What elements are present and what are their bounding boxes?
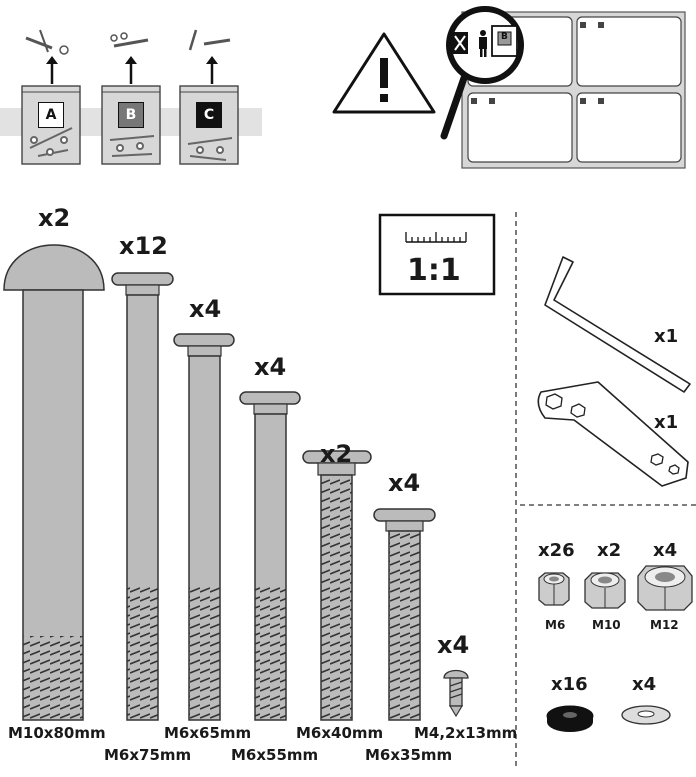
bolt-m6x35-qty: x4 — [388, 469, 421, 497]
bolt-m10x80-qty: x2 — [38, 204, 71, 232]
bolt-m6x35-size: M6x35mm — [365, 746, 453, 764]
bolt-m6x75-size: M6x75mm — [104, 746, 192, 764]
bag-b-label: B — [118, 102, 144, 128]
bolt-m6x55 — [239, 391, 301, 721]
bolt-m6x40-qty: x2 — [320, 440, 353, 468]
bag-a-label: A — [38, 102, 64, 128]
washer-black-icon — [546, 705, 594, 732]
scale-ratio: 1:1 — [407, 253, 461, 288]
bolt-m6x40 — [302, 450, 372, 721]
nut-m12-icon — [637, 565, 693, 611]
bolt-m6x65-size: M6x65mm — [164, 724, 252, 742]
bolt-m6x55-qty: x4 — [254, 353, 287, 381]
nut-m12-size: M12 — [650, 618, 679, 632]
label-panel-tag: B — [501, 32, 508, 42]
nut-m10-size: M10 — [592, 618, 621, 632]
label-panel — [440, 6, 686, 169]
nut-m6-size: M6 — [545, 618, 566, 632]
spanner-icon — [537, 381, 689, 487]
bag-a — [21, 29, 81, 165]
bag-c-label: C — [196, 102, 222, 128]
nut-m6-icon — [538, 572, 570, 606]
bolt-m6x75 — [111, 272, 174, 721]
nut-m12-qty: x4 — [653, 540, 678, 561]
allen-key-qty: x1 — [654, 326, 679, 347]
scale-box — [378, 213, 496, 296]
bags-section — [0, 29, 262, 165]
screw-m4-2x13-qty: x4 — [437, 631, 470, 659]
allen-key-icon — [544, 256, 691, 393]
washer-black-qty: x16 — [551, 674, 588, 695]
washer-flat-qty: x4 — [632, 674, 657, 695]
nut-m10-qty: x2 — [597, 540, 622, 561]
magnifier-icon — [440, 6, 524, 140]
bolt-m10x80-size: M10x80mm — [8, 724, 106, 742]
bolt-m6x55-size: M6x55mm — [231, 746, 319, 764]
bolt-m10x80 — [3, 244, 105, 721]
screw-m4-2x13 — [443, 669, 469, 718]
bag-c — [179, 29, 239, 165]
bolt-m6x40-size: M6x40mm — [296, 724, 384, 742]
bolt-m6x75-qty: x12 — [119, 232, 168, 260]
warning-triangle-icon — [332, 32, 436, 114]
nut-m6-qty: x26 — [538, 540, 575, 561]
bolt-m6x35 — [373, 508, 436, 721]
nut-m10-icon — [584, 572, 626, 609]
washer-flat-icon — [621, 705, 671, 725]
bolt-m6x65-qty: x4 — [189, 295, 222, 323]
spanner-qty: x1 — [654, 412, 679, 433]
screw-m4-2x13-size: M4,2x13mm — [414, 724, 518, 742]
bag-b — [101, 32, 161, 165]
bolt-m6x65 — [173, 333, 235, 721]
